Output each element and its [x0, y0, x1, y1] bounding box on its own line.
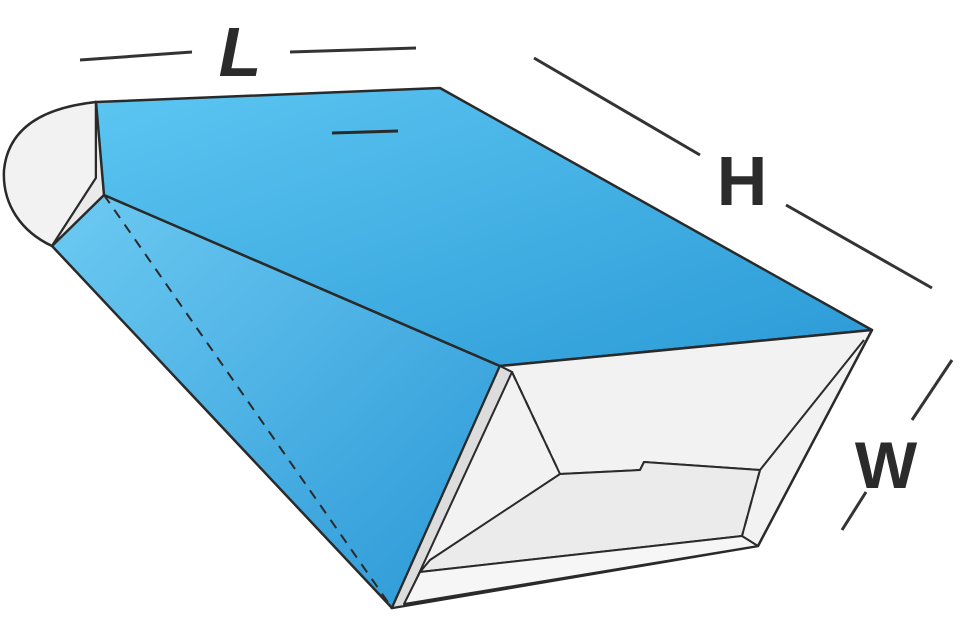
height-dimension-line-lower	[785, 203, 933, 290]
height-dimension-line-upper	[533, 56, 701, 157]
width-dimension: W	[840, 359, 954, 531]
bag-back-flap	[2, 100, 98, 248]
side-crease-diagonal	[103, 194, 393, 609]
height-label: H	[717, 142, 768, 220]
height-dimension: H	[533, 56, 933, 290]
bag-bottom-crease-left	[511, 371, 561, 475]
bag-handle-slot	[331, 129, 399, 135]
width-dimension-line-upper	[910, 359, 954, 421]
bag-bottom-crease-right	[741, 469, 761, 537]
width-label: W	[855, 428, 918, 502]
length-dimension-line-right	[289, 46, 417, 54]
length-label: L	[219, 13, 262, 91]
bag-side-creases	[103, 194, 501, 609]
width-dimension-line-lower	[840, 491, 868, 531]
bag-bottom-front-lip	[403, 535, 759, 605]
length-dimension-line-left	[79, 50, 193, 62]
length-dimension: L	[79, 13, 417, 91]
bag-bottom-end	[390, 328, 874, 610]
bag-bottom-edge-strip	[390, 364, 514, 610]
